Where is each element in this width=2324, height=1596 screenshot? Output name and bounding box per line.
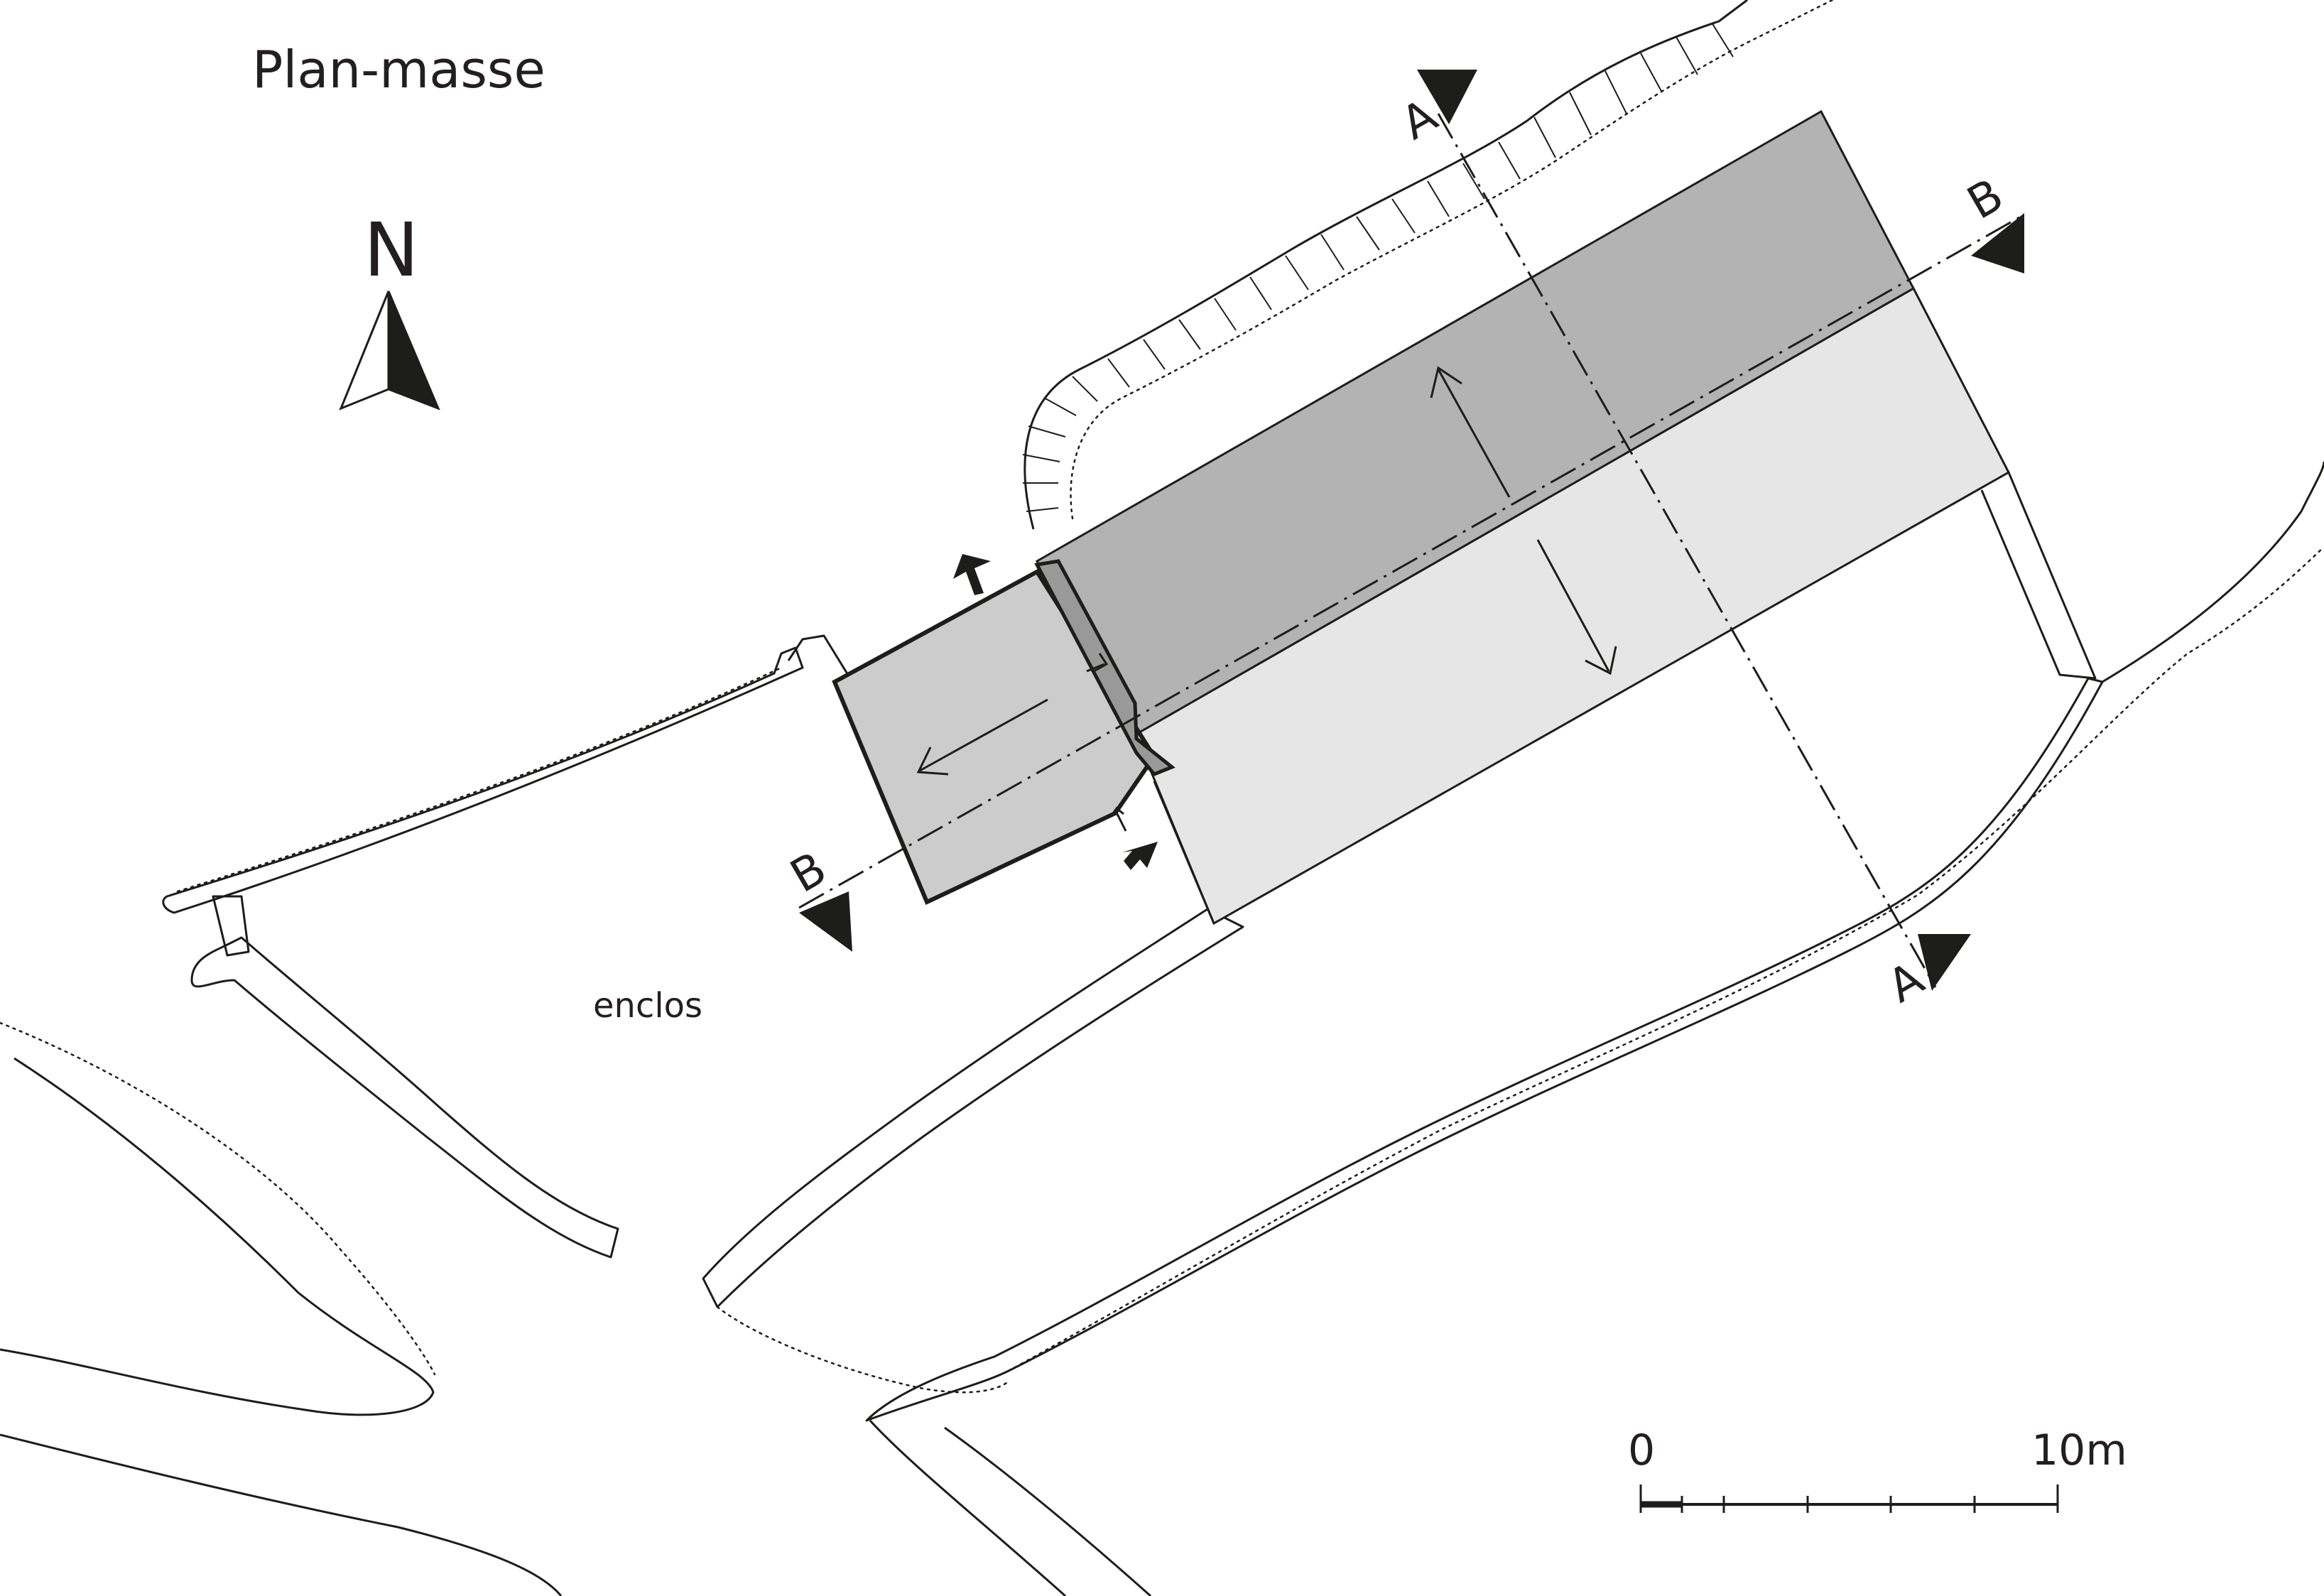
slope-hatching <box>1022 22 1734 512</box>
enclosure-label: enclos <box>593 986 702 1026</box>
section-label-b-right: B <box>1959 169 2012 230</box>
building <box>832 109 2097 925</box>
scale-bar: 0 10m <box>1628 1426 2127 1513</box>
annex <box>832 569 1157 906</box>
section-marker-b-left <box>799 891 852 952</box>
entrance-arrow-north <box>953 554 991 595</box>
north-arrow: N <box>339 207 440 411</box>
section-marker-a-top <box>1417 70 1477 124</box>
north-arrow-right-half <box>387 291 440 411</box>
north-label: N <box>364 207 419 293</box>
party-wall <box>1034 559 1175 776</box>
scale-start-label: 0 <box>1628 1426 1655 1475</box>
slope-arrows <box>916 366 1617 776</box>
section-label-b-left: B <box>782 842 835 903</box>
section-marker-b-right <box>1971 213 2024 273</box>
section-line-b <box>798 215 2021 909</box>
section-line-a <box>1437 113 1937 988</box>
north-arrow-left-half <box>339 291 390 411</box>
plan-title: Plan-masse <box>252 40 545 99</box>
section-marker-a-bottom <box>1918 934 1971 991</box>
entrance-arrow-south <box>1122 842 1158 870</box>
entrance-arrows <box>953 554 1158 870</box>
section-lines <box>798 70 2024 991</box>
scale-end-label: 10m <box>2031 1426 2127 1475</box>
